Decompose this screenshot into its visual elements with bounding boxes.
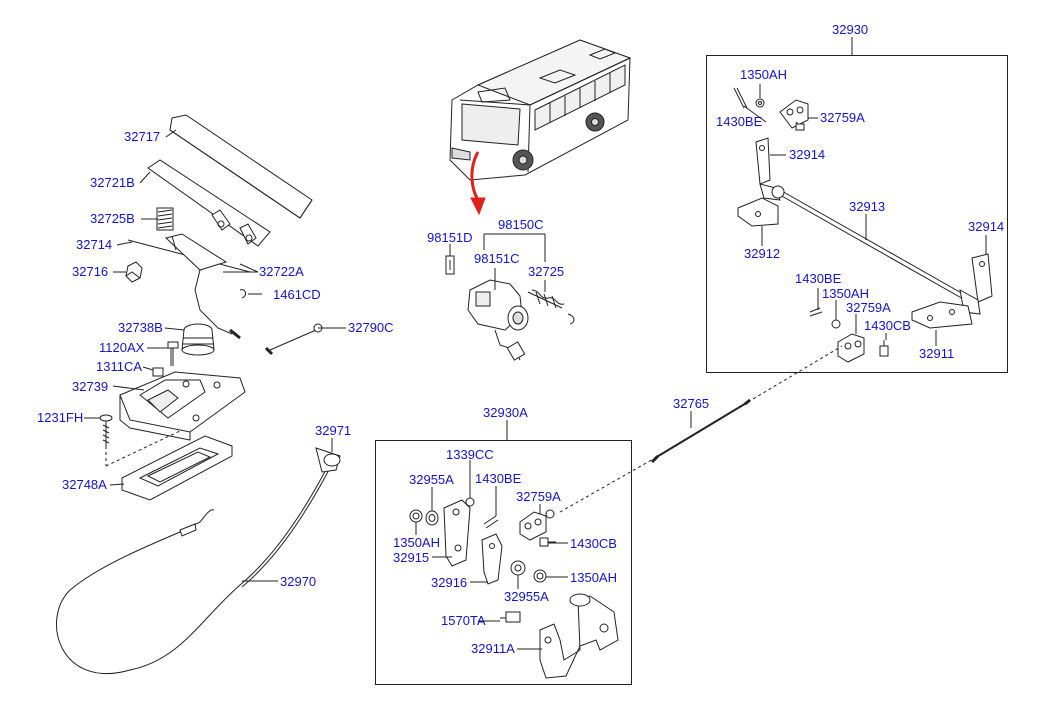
part-label-lower-1430cb[interactable]: 1430CB bbox=[570, 536, 617, 551]
part-label-1461cd[interactable]: 1461CD bbox=[273, 287, 321, 302]
part-label-32725b[interactable]: 32725B bbox=[90, 211, 135, 226]
part-l32911a-shape bbox=[539, 593, 619, 679]
part-label-upper-32911[interactable]: 32911 bbox=[919, 346, 955, 361]
part-label-upper-32913[interactable]: 32913 bbox=[849, 199, 886, 214]
part-u32911-shape bbox=[911, 301, 973, 329]
part-label-upper-32912[interactable]: 32912 bbox=[744, 246, 781, 261]
part-label-32790c[interactable]: 32790C bbox=[348, 320, 394, 335]
part-label-lower-32955a[interactable]: 32955A bbox=[409, 472, 454, 487]
part-l1570ta-shape bbox=[500, 611, 521, 623]
upper-linkage-box bbox=[706, 55, 1008, 373]
part-1311ca-shape bbox=[152, 367, 164, 377]
part-label-upper-32914[interactable]: 32914 bbox=[789, 147, 826, 162]
part-32765-shape bbox=[559, 345, 843, 513]
part-label-lower-1350ah[interactable]: 1350AH bbox=[393, 535, 440, 550]
part-label-upper-32914-right[interactable]: 32914 bbox=[968, 219, 1005, 234]
part-32717-shape bbox=[169, 114, 313, 219]
part-label-32717[interactable]: 32717 bbox=[124, 129, 161, 144]
part-label-32721b[interactable]: 32721B bbox=[90, 175, 135, 190]
part-label-1120ax[interactable]: 1120AX bbox=[99, 340, 145, 355]
part-l1430be-shape bbox=[483, 515, 499, 529]
part-1231fh-shape bbox=[99, 414, 113, 446]
part-label-98151c[interactable]: 98151C bbox=[474, 251, 520, 266]
part-32748a-shape bbox=[105, 429, 233, 501]
part-label-32722a[interactable]: 32722A bbox=[259, 264, 304, 279]
leader-lines bbox=[84, 37, 987, 650]
part-label-lower-32911a[interactable]: 32911A bbox=[471, 641, 515, 656]
group-label-32765[interactable]: 32765 bbox=[673, 396, 710, 411]
part-label-98150c[interactable]: 98150C bbox=[498, 217, 544, 232]
part-32716-shape bbox=[125, 261, 143, 283]
part-label-98151d[interactable]: 98151D bbox=[427, 230, 473, 245]
part-label-lower-32759a[interactable]: 32759A bbox=[516, 489, 561, 504]
part-98151d-shape bbox=[445, 255, 455, 275]
part-label-upper-32759a[interactable]: 32759A bbox=[820, 110, 865, 125]
part-l32955a2-shape bbox=[510, 560, 526, 576]
part-l1350ah2-shape bbox=[533, 569, 547, 583]
location-arrow bbox=[470, 151, 486, 216]
part-98150c-shape bbox=[467, 279, 575, 361]
part-label-lower-1430be[interactable]: 1430BE bbox=[475, 471, 522, 486]
part-label-1231fh[interactable]: 1231FH bbox=[37, 410, 84, 425]
part-label-32725[interactable]: 32725 bbox=[528, 264, 565, 279]
part-label-lower-32916[interactable]: 32916 bbox=[431, 575, 468, 590]
part-label-32714[interactable]: 32714 bbox=[76, 237, 113, 252]
part-label-lower-32955a-2[interactable]: 32955A bbox=[504, 589, 549, 604]
part-u32759a2-shape bbox=[837, 333, 865, 363]
part-l1430cb-shape bbox=[539, 537, 556, 547]
part-32721b-shape bbox=[147, 159, 271, 247]
part-label-lower-1339cc[interactable]: 1339CC bbox=[446, 447, 494, 462]
lower-linkage-box bbox=[375, 440, 632, 685]
part-label-upper-1430cb[interactable]: 1430CB bbox=[864, 318, 911, 333]
part-label-32738b[interactable]: 32738B bbox=[118, 320, 163, 335]
part-label-upper-1350ah[interactable]: 1350AH bbox=[740, 67, 787, 82]
part-l32915-shape bbox=[443, 499, 471, 567]
part-32714-shape bbox=[127, 233, 251, 340]
part-u32913-shape bbox=[771, 185, 966, 301]
part-l32759a-shape bbox=[519, 509, 555, 541]
part-u32912-shape bbox=[737, 197, 779, 227]
part-label-1311ca[interactable]: 1311CA bbox=[96, 359, 143, 374]
part-32790c-shape bbox=[264, 323, 330, 356]
part-label-32970[interactable]: 32970 bbox=[280, 574, 317, 589]
part-u1430be-shape bbox=[733, 87, 748, 109]
part-label-upper-32759a-2[interactable]: 32759A bbox=[846, 300, 891, 315]
part-label-32739[interactable]: 32739 bbox=[72, 379, 109, 394]
part-l32916-shape bbox=[481, 533, 503, 585]
part-label-lower-1350ah-2[interactable]: 1350AH bbox=[570, 570, 617, 585]
part-32738b-shape bbox=[181, 323, 215, 356]
part-32725b-shape bbox=[156, 207, 174, 231]
bus-illustration bbox=[449, 39, 632, 181]
group-label-32930[interactable]: 32930 bbox=[832, 22, 869, 37]
part-label-32716[interactable]: 32716 bbox=[72, 264, 109, 279]
part-label-upper-1430be-2[interactable]: 1430BE bbox=[795, 271, 842, 286]
part-u32759a-shape bbox=[779, 99, 809, 131]
group-label-32930a[interactable]: 32930A bbox=[483, 405, 528, 420]
part-u1350ah-shape bbox=[755, 98, 765, 108]
part-label-upper-1430be[interactable]: 1430BE bbox=[716, 114, 763, 129]
part-1120ax-shape bbox=[167, 341, 179, 366]
part-label-lower-1570ta[interactable]: 1570TA bbox=[441, 613, 486, 628]
part-32739-shape bbox=[119, 371, 246, 441]
part-l1339cc-shape bbox=[465, 464, 475, 507]
part-label-32748a[interactable]: 32748A bbox=[62, 477, 107, 492]
part-32970-shape bbox=[56, 447, 341, 674]
part-label-32971[interactable]: 32971 bbox=[315, 423, 352, 438]
part-u1430cb-shape bbox=[879, 340, 889, 357]
part-label-upper-1350ah-2[interactable]: 1350AH bbox=[822, 286, 869, 301]
part-label-lower-32915[interactable]: 32915 bbox=[393, 550, 430, 565]
